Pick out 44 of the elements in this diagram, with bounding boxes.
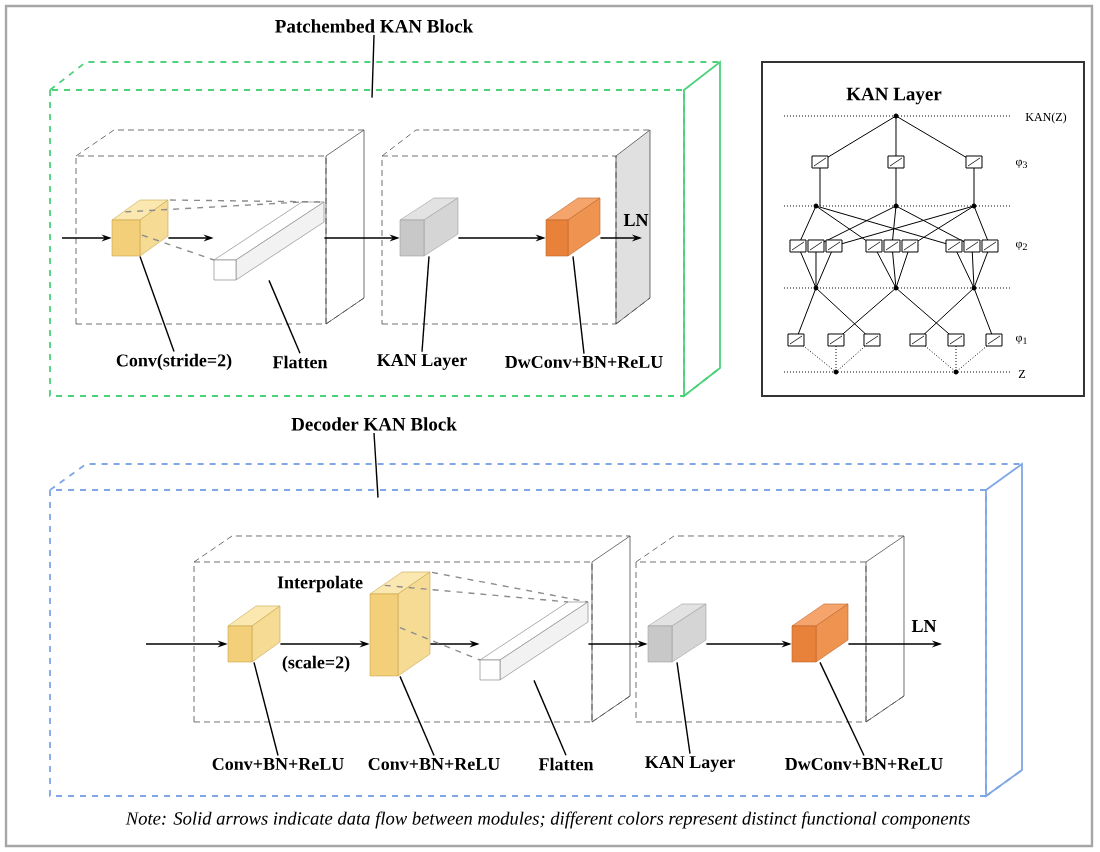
edge-label: LN	[623, 214, 649, 226]
projection-line	[124, 201, 303, 213]
cuboid	[369, 571, 431, 677]
component-label: DwConv+BN+ReLU	[785, 757, 943, 771]
component-label: KAN Layer	[377, 354, 467, 370]
component-label: Flatten	[538, 757, 594, 771]
leader-line	[533, 679, 567, 756]
operation-label: Interpolate	[277, 575, 363, 593]
edge-label: (scale=2)	[282, 655, 350, 673]
cuboid	[399, 197, 459, 257]
caption: Note: Solid arrows indicate data flow between modules; different colors represent distinct functional components	[125, 811, 970, 829]
leader-line	[421, 255, 430, 353]
cuboid	[227, 605, 281, 663]
projection-line	[399, 626, 481, 661]
leader-line	[676, 661, 691, 755]
flatten-bar	[479, 601, 589, 681]
leader-line	[572, 255, 585, 355]
leader-line	[253, 661, 279, 757]
block-title: Patchembed KAN Block	[275, 19, 474, 33]
component-label: Conv+BN+ReLU	[368, 757, 500, 771]
dashed-cube	[635, 535, 905, 723]
flatten-bar	[213, 201, 325, 281]
leader-line	[268, 279, 301, 354]
block-title: Decoder KAN Block	[291, 417, 457, 431]
cuboid	[791, 603, 849, 663]
component-label: Conv(stride=2)	[116, 353, 232, 371]
component-label: Conv+BN+ReLU	[212, 757, 344, 771]
projection-line	[141, 234, 215, 261]
projection-line	[431, 571, 589, 603]
leader-line	[373, 432, 379, 499]
component-label: KAN Layer	[645, 756, 735, 772]
dashed-cube	[381, 129, 651, 325]
edge-label: LN	[911, 620, 937, 632]
cuboid	[111, 199, 169, 257]
leader-line	[819, 661, 865, 757]
dashed-cube	[193, 535, 631, 723]
cuboid	[647, 603, 707, 663]
component-label: Flatten	[272, 355, 328, 369]
leader-line	[371, 34, 375, 99]
component-label: DwConv+BN+ReLU	[505, 355, 663, 369]
cuboid	[545, 197, 601, 257]
dashed-cube	[75, 129, 365, 325]
leader-line	[139, 255, 175, 353]
projection-line	[169, 199, 325, 203]
